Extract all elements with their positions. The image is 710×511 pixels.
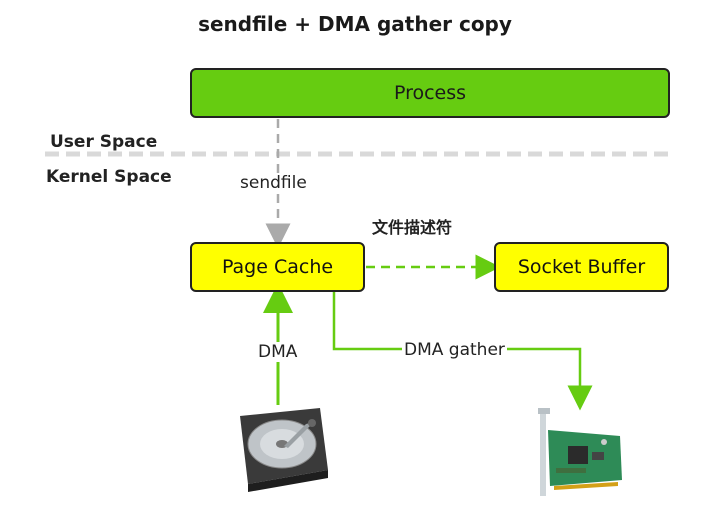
sendfile-label: sendfile [240, 173, 307, 193]
process-box: Process [190, 68, 670, 118]
kernel-space-label: Kernel Space [46, 167, 172, 187]
dma-label: DMA [258, 342, 298, 362]
diagram-title: sendfile + DMA gather copy [198, 12, 512, 36]
socket-buffer-label: Socket Buffer [517, 256, 646, 278]
page-cache-box: Page Cache [190, 242, 365, 292]
hard-disk-icon [240, 408, 328, 492]
user-space-label: User Space [50, 132, 158, 152]
file-descriptor-label: 文件描述符 [372, 218, 453, 237]
socket-buffer-box: Socket Buffer [494, 242, 669, 292]
process-label: Process [393, 82, 467, 104]
dma-gather-label: DMA gather [402, 340, 507, 360]
network-card-icon [538, 408, 622, 496]
page-cache-label: Page Cache [221, 256, 334, 278]
